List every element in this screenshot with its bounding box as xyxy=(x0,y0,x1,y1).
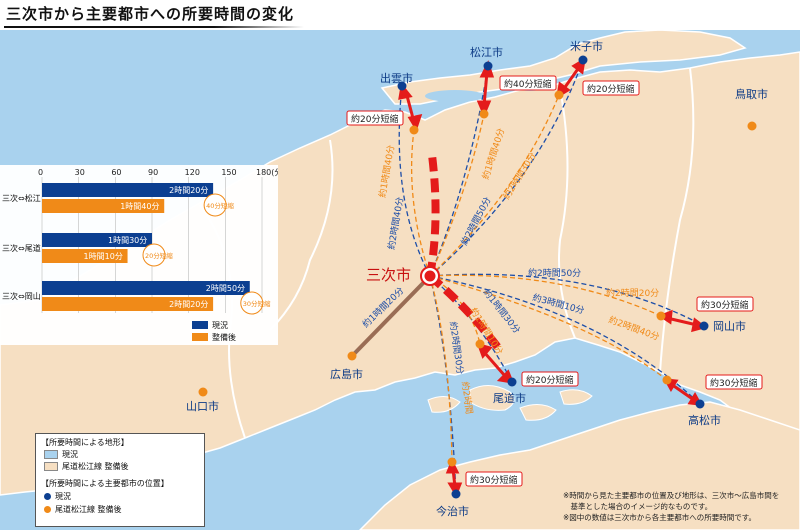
expressway-hiroshima xyxy=(350,274,432,358)
legend-dot-after: 尾道松江線 整備後 xyxy=(44,504,122,515)
city-label-takamatsu: 高松市 xyxy=(688,413,721,427)
chart-bar-after-2 xyxy=(42,297,214,311)
chart-tick-label-60: 60 xyxy=(111,168,121,177)
legend-header-cities: 【所要時間による主要都市の位置】 xyxy=(41,479,169,488)
chart-panel: 0 30 60 90 120 150 180(分) 三次⇔松江 2時間20分 1時間40分 40分短… xyxy=(0,165,286,345)
legend-dot-current: 現況 xyxy=(44,491,71,502)
saving-takamatsu: 約30分短縮 xyxy=(710,377,757,389)
legend-orange-dot xyxy=(44,506,51,513)
note-line-3: ※図中の数値は三次市から各主要都市への所要時間です。 xyxy=(563,513,757,522)
chart-saving-bubble-1 xyxy=(142,243,166,267)
chart-legend-label-current: 現況 xyxy=(212,321,228,330)
chart-tick-label-150: 150 xyxy=(221,168,236,177)
land-islands xyxy=(427,385,593,421)
legend-dot-current-label: 現況 xyxy=(55,492,71,501)
city-label-tottori: 鳥取市 xyxy=(735,87,768,101)
chart-category-label-1: 三次⇔尾道 xyxy=(2,243,41,253)
chart-bar-after-0 xyxy=(42,199,165,213)
saving-yonago: 約20分短縮 xyxy=(587,83,634,95)
chart-tick-label-30: 30 xyxy=(75,168,85,177)
chart-bar-after-1 xyxy=(42,249,128,263)
legend-swatch-after xyxy=(44,462,58,471)
saving-matsue: 約40分短縮 xyxy=(504,78,551,90)
city-label-imabari: 今治市 xyxy=(436,504,469,518)
travel-time-chart: 0 30 60 90 120 150 180(分) 三次⇔松江 2時間20分 1時間40分 40分短… xyxy=(2,168,286,342)
city-label-izumo: 出雲市 xyxy=(380,71,413,85)
chart-legend-label-after: 整備後 xyxy=(212,332,236,342)
city-label-yonago: 米子市 xyxy=(570,39,603,53)
map-legend: 【所要時間による地形】 現況 尾道松江線 整備後 【所要時間による主要都市の位置… xyxy=(35,433,205,527)
legend-blue-dot xyxy=(44,493,51,500)
chart-bar-label-1-2: 2時間20分 xyxy=(169,300,208,309)
footnotes: ※時間から見た主要都市の位置及び地形は、三次市～広島市間を 基準とした場合のイメ… xyxy=(563,490,779,523)
title-underline xyxy=(4,26,304,28)
city-label-okayama: 岡山市 xyxy=(713,319,746,333)
chart-tick-label-0: 0 xyxy=(38,168,43,177)
city-label-onomichi: 尾道市 xyxy=(493,391,526,405)
saving-izumo: 約20分短縮 xyxy=(351,113,398,125)
current-city-dots xyxy=(397,55,709,499)
legend-dot-after-label: 尾道松江線 整備後 xyxy=(55,505,122,514)
chart-legend-swatch-current xyxy=(192,321,208,329)
saving-okayama: 約30分短縮 xyxy=(701,299,748,311)
chart-category-label-0: 三次⇔松江 xyxy=(2,193,41,203)
chart-saving-label-1: 20分短縮 xyxy=(145,251,173,260)
legend-terrain-after: 尾道松江線 整備後 xyxy=(44,461,129,472)
chart-tick-label-120: 120 xyxy=(185,168,200,177)
chart-tick-label-180: 180(分) xyxy=(256,168,278,177)
chart-bar-label-1-1: 1時間10分 xyxy=(84,252,123,261)
city-label-hiroshima: 広島市 xyxy=(330,367,363,381)
route-label-okayama-current: 約2時間50分 xyxy=(528,267,581,279)
saving-callouts: 約20分短縮 約40分短縮 約20分短縮 約30分短縮 約20分短縮 約30分短… xyxy=(346,75,763,487)
city-label-yamaguchi: 山口市 xyxy=(186,399,219,413)
legend-terrain-after-label: 尾道松江線 整備後 xyxy=(62,462,129,471)
lake-shinji xyxy=(425,90,485,102)
chart-saving-bubble-2 xyxy=(240,291,264,315)
chart-legend-swatch-after xyxy=(192,333,208,341)
legend-swatch-current xyxy=(44,450,58,459)
hub-label: 三次市 xyxy=(366,266,411,284)
legend-header-terrain: 【所要時間による地形】 xyxy=(41,438,129,447)
city-label-matsue: 松江市 xyxy=(470,45,503,59)
chart-saving-label-0: 40分短縮 xyxy=(206,201,234,210)
chart-saving-bubble-0 xyxy=(203,193,227,217)
chart-bar-label-0-0: 2時間20分 xyxy=(169,186,208,195)
chart-bar-label-0-1: 1時間30分 xyxy=(108,236,147,245)
chart-bar-current-0 xyxy=(42,183,214,197)
page-title: 三次市から主要都市への所要時間の変化 xyxy=(6,5,295,23)
chart-bar-label-1-0: 1時間40分 xyxy=(120,202,159,211)
note-line-2: 基準とした場合のイメージ的なものです。 xyxy=(563,502,713,511)
chart-bar-current-1 xyxy=(42,233,152,247)
chart-bar-label-0-2: 2時間50分 xyxy=(206,284,245,293)
after-city-dots xyxy=(198,90,757,467)
chart-bar-current-2 xyxy=(42,281,250,295)
hub-marker xyxy=(420,266,440,286)
chart-tick-label-90: 90 xyxy=(148,168,158,177)
land-shikoku xyxy=(358,401,800,530)
chart-category-label-2: 三次⇔岡山 xyxy=(2,291,41,301)
chart-saving-label-2: 30分短縮 xyxy=(243,299,271,308)
legend-terrain-current-label: 現況 xyxy=(62,450,78,459)
saving-imabari: 約30分短縮 xyxy=(470,474,517,486)
new-expressway xyxy=(426,154,504,353)
legend-terrain-current: 現況 xyxy=(44,449,78,460)
note-line-1: ※時間から見た主要都市の位置及び地形は、三次市～広島市間を xyxy=(563,491,780,500)
saving-onomichi: 約20分短縮 xyxy=(526,374,573,386)
route-label-okayama-after: 約2時間20分 xyxy=(606,287,659,299)
